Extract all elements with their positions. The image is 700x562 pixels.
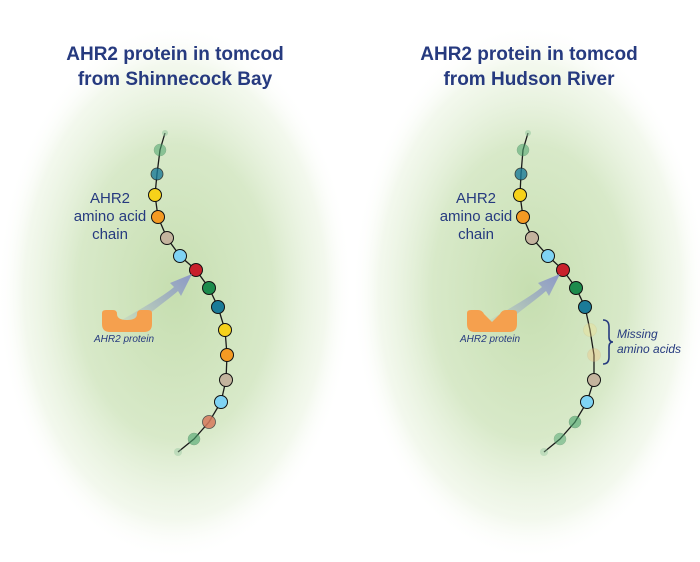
right-panel-title-line2: from Hudson River (443, 69, 615, 90)
amino-acid-bead (150, 167, 164, 181)
right-protein-label: AHR2 protein (460, 334, 521, 345)
left-chain-label-line3: chain (92, 226, 128, 243)
amino-acid-bead (187, 432, 201, 446)
amino-acid-bead (151, 210, 165, 224)
amino-acid-bead (218, 323, 232, 337)
left-chain-label-line1: AHR2 (89, 190, 130, 207)
amino-acid-bead (587, 373, 601, 387)
amino-acid-bead (540, 448, 548, 456)
amino-acid-bead (189, 263, 203, 277)
missing-label-line2: amino acids (617, 342, 682, 356)
missing-label-line1: Missing (617, 327, 658, 341)
amino-acid-bead (174, 448, 182, 456)
amino-acid-bead (580, 395, 594, 409)
amino-acid-bead (162, 130, 168, 136)
amino-acid-bead (211, 300, 225, 314)
missing-amino-acids-brace (602, 319, 614, 365)
amino-acid-bead (553, 432, 567, 446)
amino-acid-bead (173, 249, 187, 263)
left-protein-label: AHR2 protein (94, 334, 155, 345)
left-chain-label-line2: amino acid (73, 208, 147, 225)
left-panel-title-line1: AHR2 protein in tomcod (66, 44, 284, 65)
left-chain-label: AHR2 amino acid chain (70, 190, 150, 244)
amino-acid-bead (525, 231, 539, 245)
left-panel-title-line2: from Shinnecock Bay (77, 69, 273, 90)
amino-acid-bead (541, 249, 555, 263)
amino-acid-bead (153, 143, 167, 157)
missing-amino-acid-bead (587, 348, 601, 362)
amino-acid-bead (525, 130, 531, 136)
missing-amino-acids-label: Missing amino acids (617, 327, 681, 357)
left-ahr2-protein (102, 310, 152, 332)
right-panel-halo (352, 24, 700, 560)
amino-acid-bead (202, 415, 216, 429)
amino-acid-bead (160, 231, 174, 245)
left-binding-arrow (118, 274, 192, 330)
right-panel-title-line1: AHR2 protein in tomcod (420, 44, 638, 65)
left-amino-acid-chain (148, 130, 234, 456)
amino-acid-bead (214, 395, 228, 409)
right-panel-title: AHR2 protein in tomcod from Hudson River (359, 42, 699, 92)
missing-amino-acid-bead (583, 323, 597, 337)
amino-acid-bead (516, 143, 530, 157)
right-ahr2-protein (467, 310, 517, 332)
amino-acid-bead (148, 188, 162, 202)
right-amino-acid-chain (513, 130, 601, 456)
amino-acid-bead (568, 415, 582, 429)
amino-acid-bead (556, 263, 570, 277)
amino-acid-bead (202, 281, 216, 295)
amino-acid-bead (513, 188, 527, 202)
amino-acid-bead (219, 373, 233, 387)
right-chain-label-line1: AHR2 (455, 190, 496, 207)
amino-acid-bead (516, 210, 530, 224)
left-panel-title: AHR2 protein in tomcod from Shinnecock B… (5, 42, 345, 92)
amino-acid-bead (578, 300, 592, 314)
right-chain-label-line2: amino acid (439, 208, 513, 225)
right-chain-label: AHR2 amino acid chain (436, 190, 516, 244)
right-chain-label-line3: chain (458, 226, 494, 243)
amino-acid-bead (514, 167, 528, 181)
amino-acid-bead (569, 281, 583, 295)
amino-acid-bead (220, 348, 234, 362)
